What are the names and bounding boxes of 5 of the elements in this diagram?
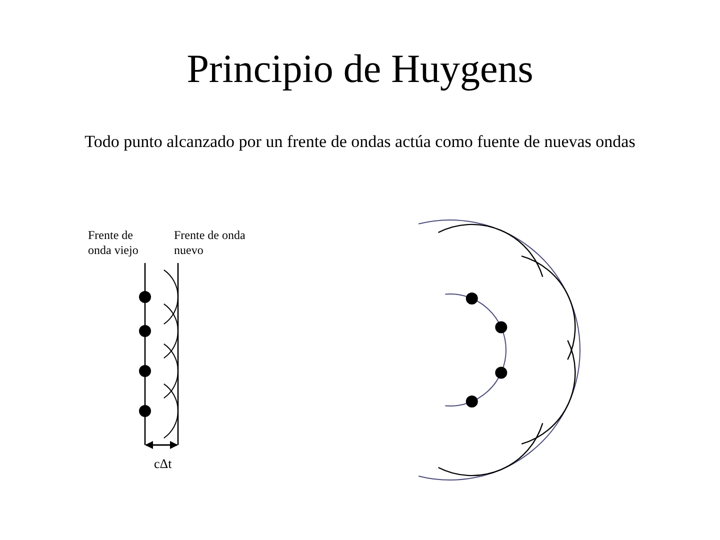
title: Principio de Huygens <box>186 45 534 92</box>
dimension-label: cΔt <box>154 456 172 472</box>
wavefront-label: Frente de onda nuevo <box>174 228 246 258</box>
wavefront-label: Frente de onda viejo <box>88 228 140 258</box>
subtitle: Todo punto alcanzado por un frente de ondas actúa como fuente de nuevas ondas <box>84 132 636 152</box>
